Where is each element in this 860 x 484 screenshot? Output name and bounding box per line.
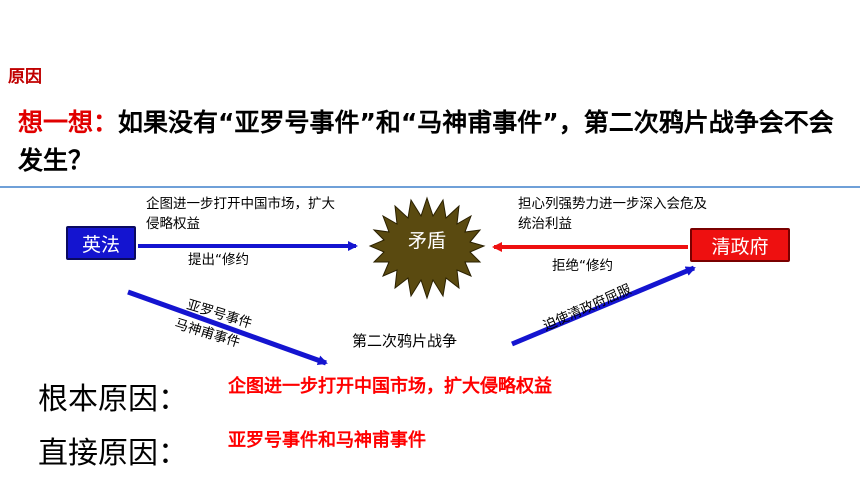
divider-line [0, 186, 860, 188]
right-note: 担心列强势力进一步深入会危及统治利益 [518, 196, 707, 232]
root-cause-label: 根本原因： [38, 382, 188, 417]
refuse-revision-label: 拒绝“修约 [552, 258, 613, 274]
propose-revision-label: 提出“修约 [188, 252, 249, 268]
second-opium-war-label: 第二次鸦片战争 [352, 332, 458, 350]
root-cause-text: 企图进一步打开中国市场，扩大侵略权益 [228, 376, 552, 397]
question-text: 想一想：如果没有“亚罗号事件”和“马神甫事件”，第二次鸦片战争会不会发生？ [18, 104, 848, 180]
direct-cause-label: 直接原因： [38, 436, 188, 471]
left-note: 企图进一步打开中国市场，扩大侵略权益 [146, 196, 335, 232]
box-england-france: 英法 [66, 226, 136, 260]
box-qing-government: 清政府 [690, 228, 790, 262]
question-body: 如果没有“亚罗号事件”和“马神甫事件”，第二次鸦片战争会不会发生？ [18, 108, 834, 175]
contradiction-burst [368, 196, 486, 300]
section-title: 原因 [8, 67, 42, 87]
direct-cause-text: 亚罗号事件和马神甫事件 [228, 430, 426, 451]
arrow-events-to-war [127, 289, 328, 366]
contradiction-label: 矛盾 [407, 230, 446, 252]
arrow-war-to-qing [511, 265, 696, 347]
question-prefix: 想一想： [18, 108, 119, 137]
